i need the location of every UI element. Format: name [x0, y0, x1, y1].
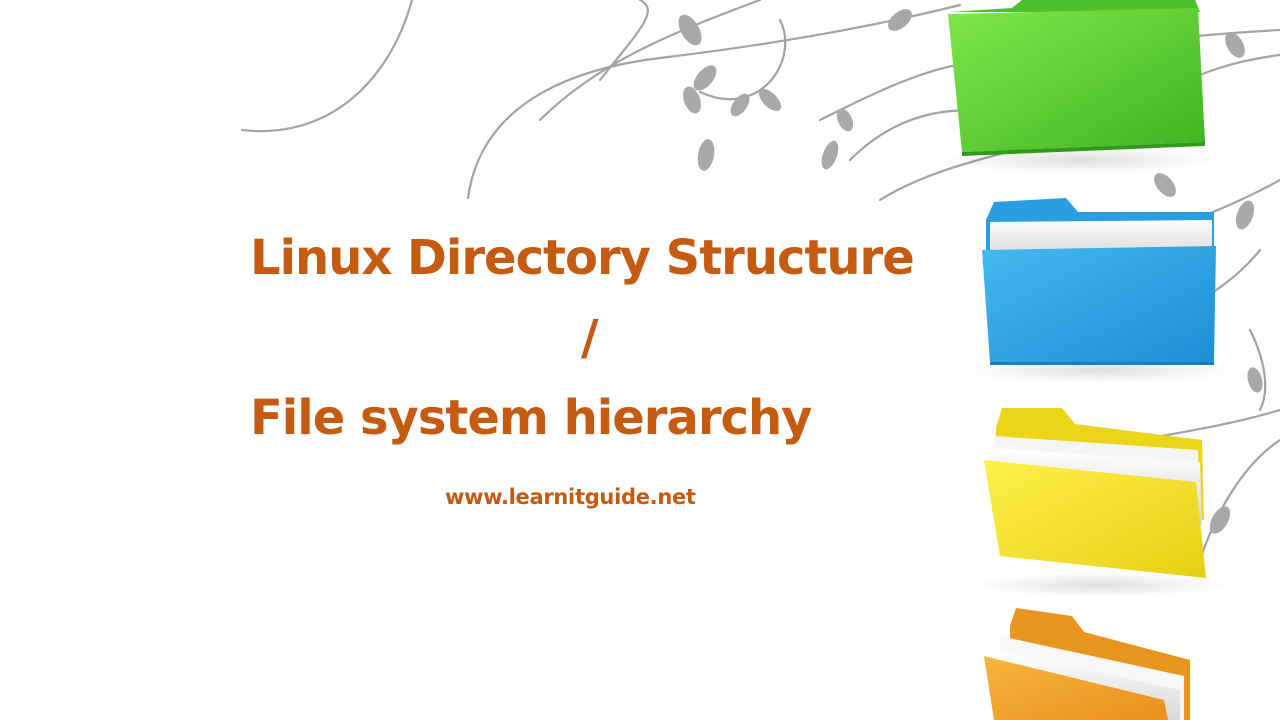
title-line-1: Linux Directory Structure — [250, 230, 915, 286]
title-separator: / — [581, 310, 599, 366]
green-folder-icon — [940, 0, 1220, 174]
title-line-2: File system hierarchy — [250, 390, 812, 446]
website-url: www.learnitguide.net — [445, 485, 696, 509]
yellow-folder-icon — [970, 408, 1230, 597]
orange-folder-icon — [984, 608, 1190, 720]
blue-folder-icon — [960, 198, 1240, 384]
